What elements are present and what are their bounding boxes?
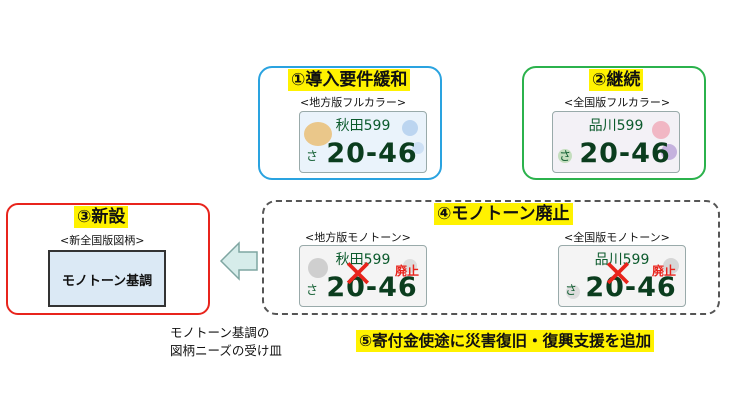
plate-region: 秋田599: [335, 118, 391, 134]
plate-kana: さ: [565, 283, 578, 297]
box-monotone-abolished: [262, 200, 720, 315]
plate-shinagawa-monotone: 品川599 さ 20-46: [558, 245, 686, 307]
box4-right-subtitle: <全国版モノトーン>: [564, 231, 670, 244]
cross-mark-icon: ✕: [602, 252, 634, 296]
plate-number: 20-46: [585, 272, 677, 303]
box4-left-subtitle: <地方版モノトーン>: [305, 231, 411, 244]
monotone-base-box: [48, 250, 166, 307]
box3-title: ③新設: [74, 206, 129, 228]
cross-mark-icon: ✕: [342, 252, 374, 296]
plate-akita-monotone: 秋田599 さ 20-46: [299, 245, 427, 307]
plate-number: 20-46: [326, 138, 418, 169]
plate-art: [308, 258, 417, 278]
plate-region: 品川599: [588, 118, 644, 134]
box3-subtitle: <新全国版図柄>: [60, 234, 145, 247]
plate-kana: さ: [306, 283, 319, 297]
box2-subtitle: <全国版フルカラー>: [564, 96, 671, 109]
note-5: ⑤寄付金使途に災害復旧・復興支援を追加: [356, 330, 655, 352]
left-arrow-icon: [219, 241, 258, 281]
box1-title: ①導入要件緩和: [288, 69, 411, 91]
abolished-mark: 廃止: [652, 264, 677, 278]
box4-title: ④モノトーン廃止: [434, 203, 573, 225]
plate-art: [566, 258, 679, 299]
abolished-mark: 廃止: [395, 264, 420, 278]
plate-kana: さ: [559, 149, 572, 163]
plate-number: 20-46: [326, 272, 418, 303]
caption-line1: モノトーン基調の: [170, 325, 270, 340]
plate-akita-fullcolor: 秋田599 さ 20-46: [299, 111, 427, 173]
box2-title: ②継続: [589, 69, 644, 91]
box1-subtitle: <地方版フルカラー>: [300, 96, 407, 109]
plate-kana: さ: [306, 149, 319, 163]
caption-line2: 図柄ニーズの受け皿: [170, 343, 282, 358]
plate-number: 20-46: [579, 138, 671, 169]
plate-region: 品川599: [594, 252, 650, 268]
plate-art: [304, 120, 424, 154]
plate-art: [558, 121, 677, 163]
plate-region: 秋田599: [335, 252, 391, 268]
monotone-base-label: モノトーン基調: [61, 274, 153, 289]
plate-shinagawa-fullcolor: 品川599 さ 20-46: [552, 111, 680, 173]
